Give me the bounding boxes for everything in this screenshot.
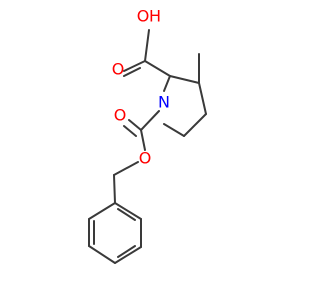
atom-label-group: O H O N O O xyxy=(112,7,170,168)
ring-nitrogen-label: N xyxy=(158,93,170,112)
bond-carbamate-carbonyl-primary xyxy=(128,119,142,131)
bond-benzyl-carbon-to-phenyl xyxy=(113,174,116,204)
bond-phenyl-inner-top-right xyxy=(117,208,136,221)
bond-carboxyl-carbon-to-oh xyxy=(144,29,150,62)
ester-oxygen-label: O xyxy=(139,149,152,168)
bond-phenyl-top-to-top-left xyxy=(88,202,116,220)
bond-ring-carbon4-to-ring-carbon5 xyxy=(183,113,207,137)
bond-nitrogen-to-carbamate-carbon xyxy=(140,110,160,131)
bond-ester-oxygen-to-benzyl-carbon xyxy=(113,161,139,176)
molecule-canvas: O H O N O O xyxy=(88,6,207,264)
bond-nitrogen-to-alpha-carbon xyxy=(163,75,171,92)
bond-alpha-carbon-to-ring-carbon3 xyxy=(169,75,200,84)
bond-carbamate-carbon-to-ester-oxygen xyxy=(140,129,146,151)
structure-diagram: O H O N O O xyxy=(88,7,207,264)
bond-carboxyl-carbonyl-secondary xyxy=(123,67,141,77)
bond-carboxyl-carbonyl-primary xyxy=(123,60,146,72)
bond-ring-carbon3-to-ring-carbon4 xyxy=(198,82,207,115)
hydroxyl-oxygen-label: O xyxy=(137,7,150,26)
bond-group xyxy=(88,29,207,264)
bond-phenyl-top-right-to-top xyxy=(114,202,142,220)
carboxyl-carbonyl-oxygen-label: O xyxy=(112,60,125,79)
bond-phenyl-bottom-left-to-bottom xyxy=(88,245,116,264)
bond-alpha-carbon-to-carboxyl-carbon xyxy=(144,60,171,77)
bond-phenyl-bottom-to-bottom-right xyxy=(114,246,142,264)
bond-phenyl-inner-bottom xyxy=(117,245,136,258)
bond-ring-carbon5-to-nitrogen xyxy=(163,123,185,137)
hydroxyl-hydrogen-label: H xyxy=(149,7,161,26)
bond-carbamate-carbonyl-secondary xyxy=(123,125,137,137)
carbamate-carbonyl-oxygen-label: O xyxy=(114,106,127,125)
